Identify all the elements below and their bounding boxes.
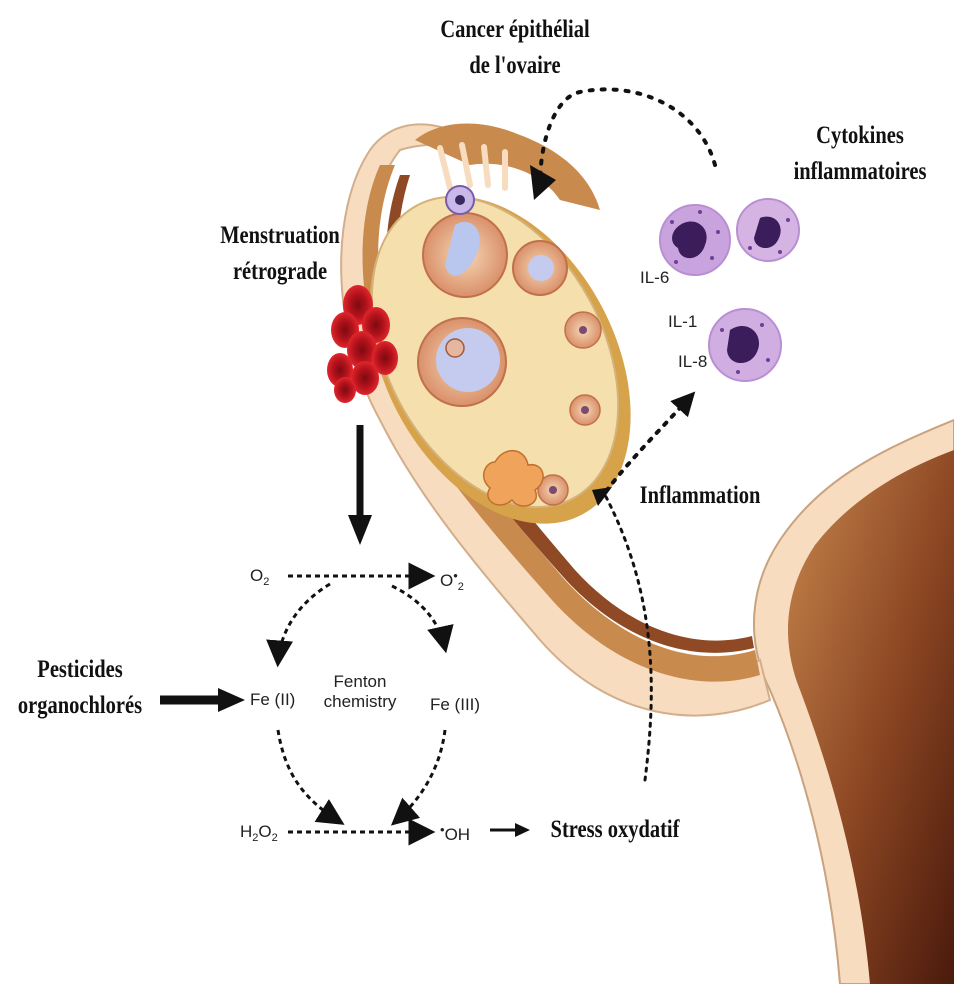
label-cytokines-line1: Cytokines [778,118,942,154]
label-pesticides-line1: Pesticides [14,652,145,688]
h2o2-o: O [258,822,271,841]
label-cytokines: Cytokines inflammatoires [778,118,942,190]
label-stress: Stress oxydatif [541,812,689,848]
label-cytokines-line2: inflammatoires [778,154,942,190]
label-cancer: Cancer épithélial de l'ovaire [425,12,605,84]
label-fenton-center: Fenton chemistry [320,672,400,712]
label-il1: IL-1 [668,312,697,332]
label-cancer-line2: de l'ovaire [425,48,605,84]
label-menstruation-line2: rétrograde [206,254,354,290]
o2-symbol: O [250,566,263,585]
label-menstruation: Menstruation rétrograde [206,218,354,290]
oh-symbol: OH [445,825,471,844]
label-oh: •OH [440,820,470,845]
label-fenton-line1: Fenton [320,672,400,692]
label-h2o2: H2O2 [240,822,278,848]
label-il8: IL-8 [678,352,707,372]
o2-subscript: 2 [263,576,269,588]
label-superoxide: O•2 [440,566,464,597]
label-fe2: Fe (II) [250,690,295,710]
label-pesticides-line2: organochlorés [14,688,145,724]
label-menstruation-line1: Menstruation [206,218,354,254]
label-inflammation: Inflammation [630,478,769,514]
label-o2: O2 [250,566,269,592]
label-il6: IL-6 [640,268,669,288]
uterus [754,420,954,984]
label-fe3: Fe (III) [430,695,480,715]
superoxide-subscript: 2 [458,581,464,593]
h2o2-h: H [240,822,252,841]
superoxide-symbol: O [440,571,453,590]
label-fenton-line2: chemistry [320,692,400,712]
h2o2-sub2: 2 [272,832,278,844]
label-cancer-line1: Cancer épithélial [425,12,605,48]
label-pesticides: Pesticides organochlorés [14,652,145,724]
